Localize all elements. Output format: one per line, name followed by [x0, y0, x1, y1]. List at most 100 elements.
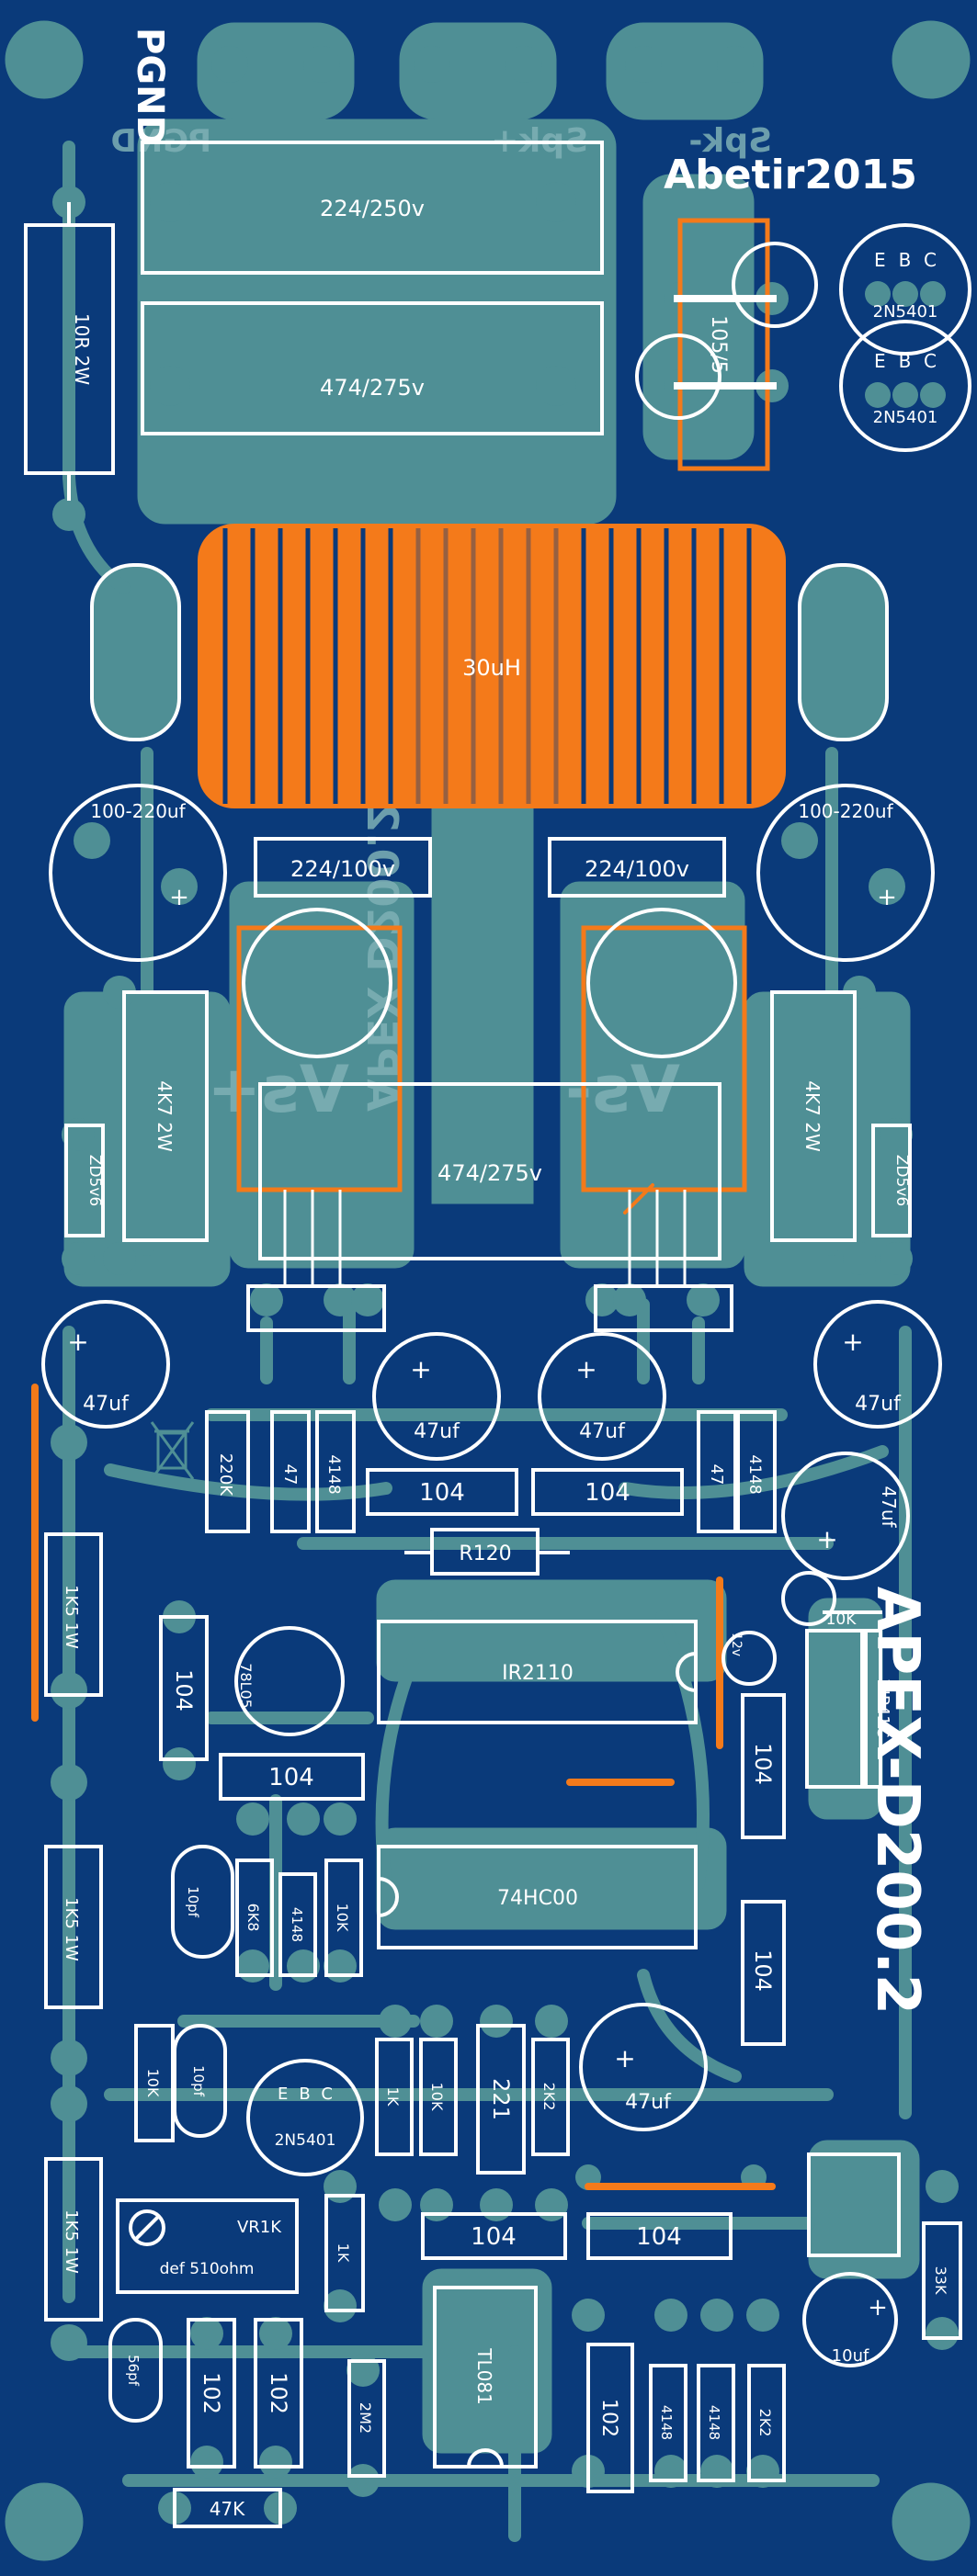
- right-hole-outline: [798, 563, 889, 741]
- trace-8: [619, 1445, 889, 1499]
- trace-26: [655, 1610, 710, 1890]
- heading-author: Abetir2015: [664, 152, 917, 198]
- c47-5: [781, 1452, 910, 1580]
- d4148-left-outline: [315, 1410, 356, 1533]
- ic-pad-strip-mid: [376, 1827, 727, 1930]
- zd-right-outline: [871, 1124, 912, 1237]
- label-c47-1: 47uf: [83, 1393, 130, 1416]
- label-78l05: 78L05: [237, 1663, 255, 1709]
- label-r1k5-3: 1K5 1W: [62, 2209, 81, 2274]
- c104-1-outline: [366, 1468, 518, 1516]
- label-def-ohm: def 510ohm: [160, 2260, 255, 2278]
- label-r10k-tip: 10K: [826, 1610, 858, 1629]
- label-cap-224-100-left: 224/100v: [290, 856, 395, 882]
- label-c47-4: 47uf: [855, 1393, 902, 1416]
- tip41c-outline: [805, 1629, 882, 1789]
- vr1k-outline: [116, 2198, 299, 2294]
- d4148-mid-outline: [278, 1872, 317, 1977]
- fet-right-pins-outline: [594, 1284, 733, 1332]
- weee-bin-icon: [150, 1421, 195, 1480]
- label-c104-7: 104: [471, 2223, 517, 2251]
- label-vr1k: VR1K: [237, 2218, 282, 2237]
- label-cap-224-250: 224/250v: [320, 196, 425, 221]
- c10pf-1-outline: [171, 1845, 234, 1959]
- r10k-1-outline: [324, 1859, 363, 1977]
- mount-pad-bottom-left: [5, 2482, 84, 2561]
- label-elcap-left: 100-220uf: [90, 800, 186, 822]
- 74hc00-notch: [378, 1877, 399, 1917]
- copper-traces: [62, 141, 912, 2542]
- label-q3: 2N5401: [275, 2131, 336, 2150]
- left-hole-outline: [90, 563, 181, 741]
- r47-right-outline: [697, 1410, 737, 1533]
- label-c104-4: 104: [268, 1764, 314, 1791]
- label-r2k2-2: 2K2: [756, 2409, 774, 2437]
- inductor-label: 30uH: [462, 655, 521, 681]
- mount-pad-bottom-right: [892, 2482, 971, 2561]
- right-hole-pad: [799, 564, 888, 740]
- elcap-left-outline: [49, 784, 227, 962]
- label-r47k: 47K: [210, 2498, 245, 2520]
- left-hole-pad: [91, 564, 180, 740]
- label-c47-6: 47uf: [625, 2091, 672, 2114]
- label-r220k: 220K: [216, 1453, 235, 1497]
- r1k-1-outline: [375, 2038, 414, 2156]
- r1k5-1-outline: [44, 1532, 103, 1697]
- c47-3: [538, 1332, 666, 1461]
- label-c47-3: 47uf: [579, 1420, 626, 1443]
- trace-19: [637, 1969, 742, 2083]
- c104-6-outline: [741, 1900, 786, 2046]
- q2-outline: [839, 320, 971, 452]
- r47-left-outline: [270, 1410, 311, 1533]
- plus-c47-2: +: [410, 1354, 431, 1384]
- c102-1-outline: [187, 2318, 236, 2469]
- label-cap-105: 105/5: [707, 315, 730, 373]
- label-tl081: TL081: [473, 2347, 495, 2405]
- silkscreen: [24, 141, 971, 2528]
- tl081-notch: [467, 2448, 504, 2468]
- label-12v: 12v: [729, 1633, 744, 1656]
- mirror-spk-minus: Spk-: [688, 122, 772, 160]
- c104-5-outline: [741, 1693, 786, 1839]
- r47k-outline: [173, 2488, 282, 2528]
- c104-3-outline: [159, 1615, 209, 1761]
- r2k2-2-outline: [747, 2364, 786, 2482]
- label-r47-right: 47: [707, 1464, 726, 1486]
- label-c10pf-2: 10pf: [190, 2065, 207, 2097]
- c10uf-outline: [802, 2272, 898, 2367]
- label-c104-3: 104: [171, 1669, 197, 1712]
- c221-outline: [476, 2024, 526, 2175]
- pads: [51, 46, 959, 2525]
- z12v-outline: [721, 1631, 777, 1686]
- label-c104-1: 104: [419, 1479, 465, 1507]
- fet-left-pins-outline: [246, 1284, 386, 1332]
- label-c102-2: 102: [266, 2372, 291, 2414]
- label-10r: 10R 2W: [71, 313, 93, 385]
- fet-right-circle: [586, 908, 737, 1058]
- d4148-right-outline: [736, 1410, 777, 1533]
- fet-left-outline: [236, 925, 403, 1192]
- inductor-windings: [222, 528, 752, 804]
- label-r10k-3: 10K: [428, 2083, 446, 2111]
- label-d4148-left: 4148: [324, 1454, 343, 1494]
- plus-c47-5: +: [816, 1524, 837, 1554]
- bottom-right-box: [807, 2152, 901, 2257]
- c47-4: [813, 1300, 942, 1429]
- label-4k7-left: 4K7 2W: [153, 1080, 176, 1152]
- label-r47-left: 47: [280, 1464, 300, 1486]
- label-r33k: 33K: [932, 2266, 949, 2295]
- r10k-3-outline: [419, 2038, 458, 2156]
- reg-78l05-outline: [234, 1626, 345, 1736]
- fet-right-outline: [581, 925, 747, 1192]
- label-elcap-right: 100-220uf: [798, 800, 893, 822]
- c56pf-outline: [108, 2318, 163, 2423]
- d4148-b2-outline: [697, 2364, 735, 2482]
- res-4k7-left-outline: [122, 990, 209, 1242]
- label-r10k-1: 10K: [334, 1904, 351, 1932]
- ic-ir2110-outline: [377, 1620, 698, 1724]
- label-q2: 2N5401: [873, 408, 938, 427]
- plus-c47-1: +: [67, 1327, 88, 1357]
- label-r2m2: 2M2: [357, 2402, 374, 2434]
- fet-left-circle: [242, 908, 392, 1058]
